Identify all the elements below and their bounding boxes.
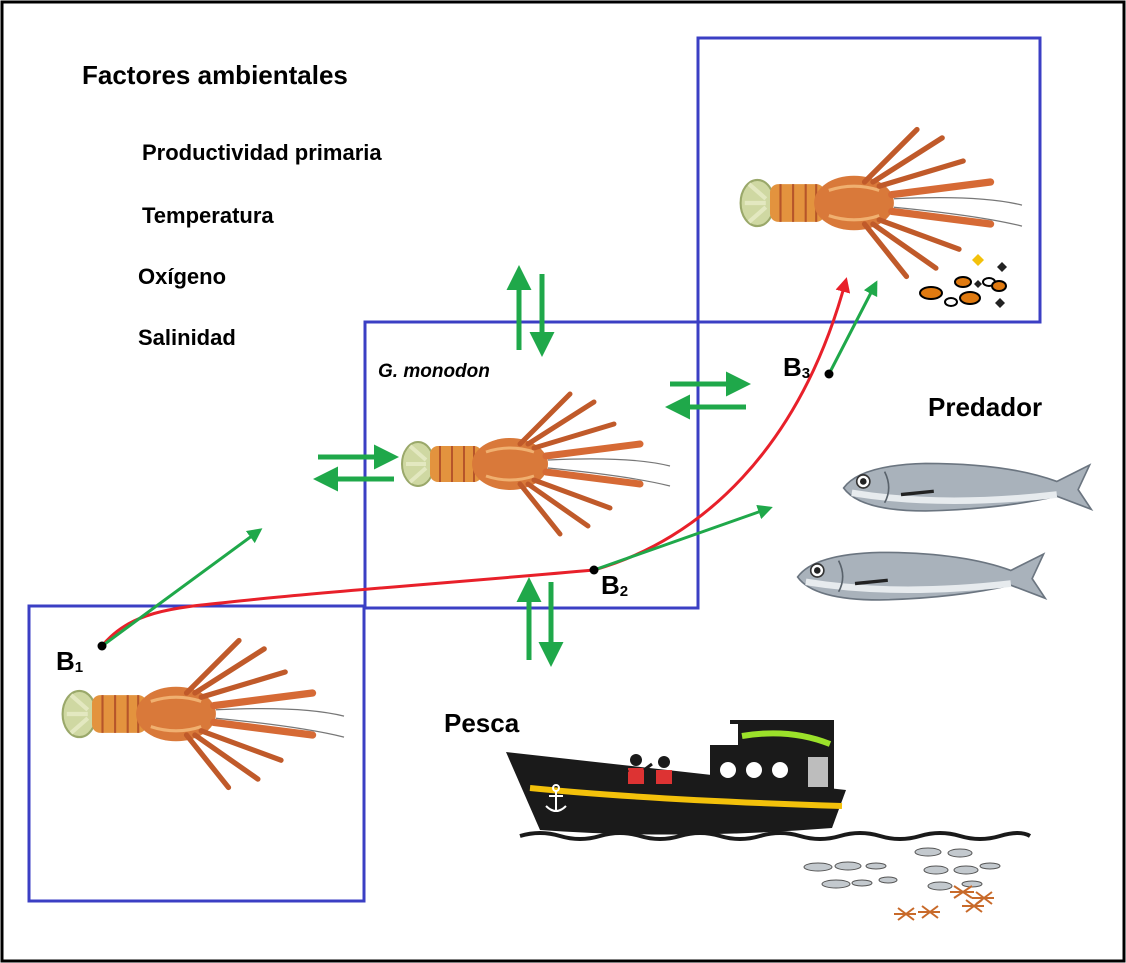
stage-point-1: [98, 642, 107, 651]
stage-label-b2: B2: [601, 570, 628, 601]
fishing-label: Pesca: [444, 708, 519, 739]
lobster-icon: [741, 130, 1022, 277]
stage-label-b1: B1: [56, 646, 83, 677]
lobster-icon: [402, 394, 670, 534]
fish-school-icon: [804, 848, 1000, 890]
exchange-arrows-horizontal: [318, 457, 394, 479]
flow-arrow: [829, 283, 876, 374]
factor-productividad: Productividad primaria: [142, 140, 382, 166]
predator-label: Predador: [928, 392, 1042, 423]
factor-salinidad: Salinidad: [138, 325, 236, 351]
food-particle-icon: [920, 254, 1007, 308]
flow-arrow: [594, 508, 770, 570]
exchange-arrows-vertical: [529, 582, 551, 662]
lobster-icon: [63, 641, 344, 788]
stage-label-b3: B3: [783, 352, 810, 383]
flow-arrow: [102, 530, 260, 646]
boat-icon: [506, 720, 1030, 839]
species-label: G. monodon: [378, 361, 490, 383]
stage-point-3: [825, 370, 834, 379]
fish-icon: [844, 463, 1092, 511]
factor-oxigeno: Oxígeno: [138, 264, 226, 290]
exchange-arrows-horizontal: [670, 384, 746, 407]
fish-icon: [798, 552, 1046, 600]
diagram-title: Factores ambientales: [82, 60, 348, 91]
exchange-arrows-vertical: [519, 270, 542, 352]
stage-point-2: [590, 566, 599, 575]
small-lobsters-icon: [894, 886, 994, 920]
factor-temperatura: Temperatura: [142, 203, 274, 229]
